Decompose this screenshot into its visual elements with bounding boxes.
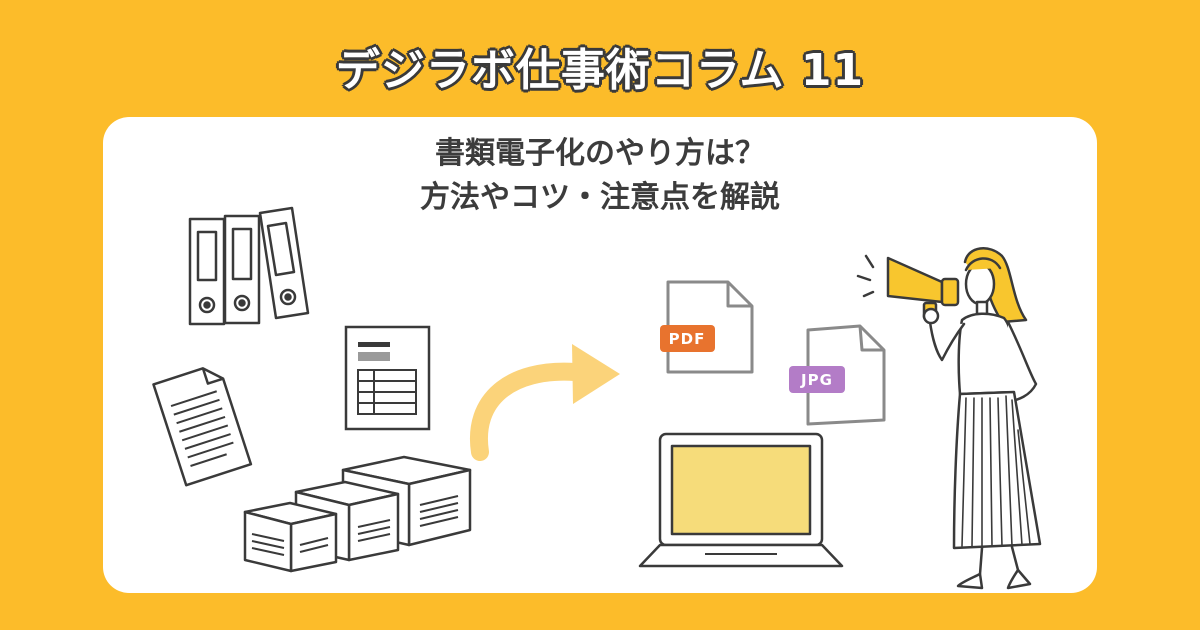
pdf-tag-label: PDF (669, 330, 706, 348)
form-icon (344, 325, 431, 431)
series-title: デジラボ仕事術コラム 11 (335, 45, 865, 96)
paper-stacks-icon (243, 455, 472, 573)
jpg-file-icon: JPG (789, 324, 886, 426)
laptop-icon (638, 432, 844, 568)
document-icon (152, 367, 253, 487)
article-headline: 書類電子化のやり方は？ 方法やコツ・注意点を解説 (103, 132, 1097, 220)
arrow-icon (469, 344, 620, 461)
woman-with-megaphone-icon (856, 247, 1042, 590)
headline-line-2: 方法やコツ・注意点を解説 (420, 180, 780, 215)
pdf-file-icon: PDF (660, 280, 754, 374)
binders-icon (188, 206, 310, 326)
jpg-tag-label: JPG (800, 371, 833, 389)
headline-line-1: 書類電子化のやり方は？ (435, 136, 765, 171)
